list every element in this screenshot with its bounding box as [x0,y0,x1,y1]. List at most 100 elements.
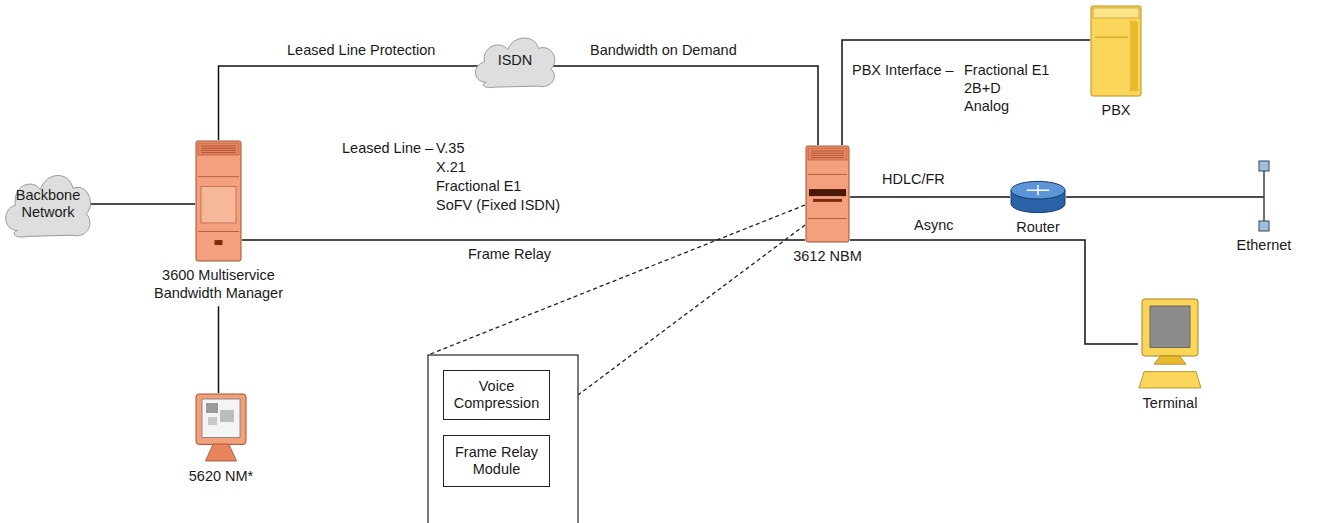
diagram-part [201,152,236,153]
diagram-part [809,189,846,196]
diagram-part [1091,6,1141,96]
link-path [90,203,195,205]
device-node: Terminal [1138,298,1202,390]
module-box: Frame Relay Module [443,435,550,487]
interface-label: Analog [962,98,1011,115]
link-line [219,66,481,140]
link-path [842,40,1090,145]
text-holder: ISDN [470,32,560,90]
device-label: Ethernet [1229,236,1299,254]
text-holder: Backbone Network [0,168,96,240]
device-node: 3612 NBM [805,145,850,243]
diagram-part [201,150,236,151]
diagram-part [1027,185,1049,195]
diagram-part [201,148,236,149]
device-label: 3612 NBM [783,247,873,265]
diagram-part [1259,221,1269,231]
text-holder: Voice Compression [444,371,549,419]
inset-frame [428,355,578,523]
link-line [550,66,818,145]
link-label: HDLC/FR [880,171,947,188]
link-line [842,40,1090,145]
link-path [850,196,1010,198]
link-line [1066,197,1264,198]
node-shape [1090,5,1142,97]
link-label: Async [912,217,956,234]
network-cloud: ISDN [470,32,560,90]
diagram-part [811,151,844,152]
interface-label: PBX Interface – [850,62,956,79]
diagram-part [1142,299,1198,356]
diagram-part [811,157,844,158]
diagram-part [811,153,844,154]
diagram-part [1095,37,1128,38]
cloud-outline [475,38,554,88]
device-label: Router [1003,218,1073,236]
link-line [90,204,195,205]
interface-label: 2B+D [962,80,1003,97]
diagram-part [208,417,217,425]
diagram-part [198,143,239,155]
link-label: Leased Line Protection [285,42,437,59]
diagram-part [215,240,223,245]
diagram-part [201,146,236,147]
device-node: PBX [1090,5,1142,97]
module-box: Voice Compression [443,370,550,420]
link-path [242,239,805,241]
diagram-part [196,141,241,261]
diagram-part [220,410,234,422]
link-path [850,240,1138,344]
node-shape [1138,298,1202,390]
diagram-part [206,403,218,413]
diagram-part [1139,372,1201,388]
diagram-part [198,231,239,232]
node-shape [195,140,242,262]
link-label: Frame Relay [466,246,553,263]
link-path [1066,196,1264,198]
interface-label: Fractional E1 [962,62,1051,79]
device-node: Router [1010,180,1066,214]
node-label: Voice Compression [444,378,549,413]
interface-label: V.35 [434,140,467,157]
diagram-part [1154,356,1186,364]
link-line [850,197,1010,198]
device-label: 3600 Multiservice Bandwidth Manager [139,266,299,302]
link-path [218,306,220,393]
diagram-part [198,176,239,177]
diagram-part [196,394,246,444]
diagram-part [205,444,236,461]
device-node: Ethernet [1256,160,1272,232]
interface-label: X.21 [434,159,468,176]
link-path [550,66,818,145]
diagram-part [808,148,847,160]
interface-label: Leased Line – [340,140,435,157]
diagram-part [202,399,240,438]
diagram-part [201,186,236,223]
diagram-part [1011,181,1065,199]
diagram-part [806,146,849,242]
interface-label: Fractional E1 [434,178,523,195]
zoom-line [428,205,805,355]
node-shape [1010,180,1066,214]
diagram-part [1130,21,1138,91]
text-holder: Frame Relay Module [444,436,549,486]
node-label: Backbone Network [0,187,96,222]
diagram-part [1150,306,1190,347]
node-label: Frame Relay Module [444,444,549,479]
diagram-part [1093,8,1139,18]
diagram-part [1259,161,1269,171]
diagram-part [813,199,842,202]
link-path [219,66,481,140]
device-label: 5620 NM* [176,467,266,485]
network-cloud: Backbone Network [0,168,96,240]
node-shape [805,145,850,243]
node-shape [1256,160,1272,232]
device-node: 3600 Multiservice Bandwidth Manager [195,140,242,262]
link-line [218,306,219,393]
diagram-part [808,174,847,175]
device-label: Terminal [1130,394,1210,412]
device-label: PBX [1086,101,1146,119]
node-label: ISDN [498,52,533,69]
diagram-part [1263,168,1265,224]
